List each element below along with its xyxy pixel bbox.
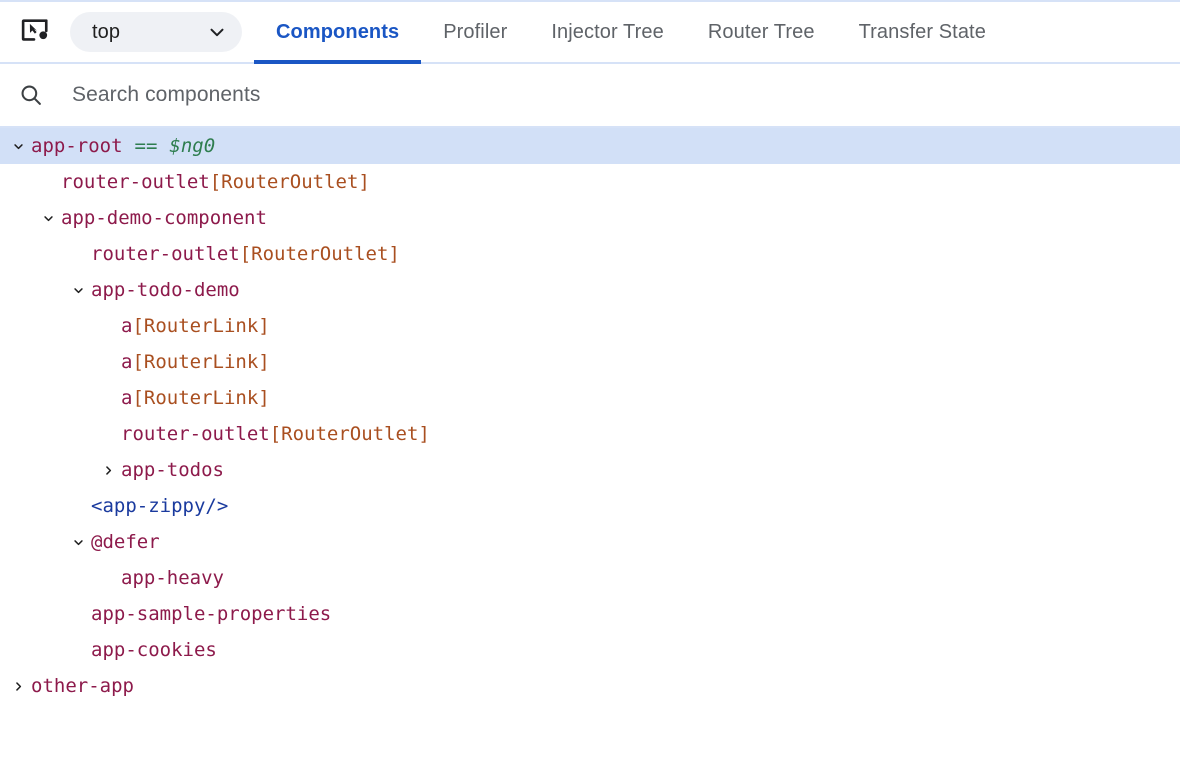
tree-row-spacer <box>99 389 117 407</box>
tree-node-name: app-todos <box>121 459 224 481</box>
chevron-down-icon <box>206 21 228 43</box>
tree-row[interactable]: router-outlet[RouterOutlet] <box>0 416 1180 452</box>
tree-row[interactable]: <app-zippy/> <box>0 488 1180 524</box>
inspect-element-icon <box>20 15 50 50</box>
tree-node-name: @defer <box>91 531 160 553</box>
inspect-element-button[interactable] <box>16 13 54 51</box>
tab-transfer-state[interactable]: Transfer State <box>858 20 986 43</box>
chevron-right-icon[interactable] <box>99 461 117 479</box>
chevron-down-icon[interactable] <box>9 137 27 155</box>
search-bar <box>0 64 1180 128</box>
tree-row[interactable]: router-outlet[RouterOutlet] <box>0 236 1180 272</box>
tree-node-equals: == <box>134 135 158 157</box>
tree-node-name: router-outlet <box>121 423 270 445</box>
tree-node-name: <app-zippy/> <box>91 495 229 517</box>
tree-row[interactable]: app-heavy <box>0 560 1180 596</box>
tree-node-name: a <box>121 387 133 409</box>
chevron-down-icon[interactable] <box>69 281 87 299</box>
tree-node-directive: [RouterOutlet] <box>239 243 400 265</box>
tree-row-spacer <box>39 173 57 191</box>
tree-row[interactable]: a[RouterLink] <box>0 344 1180 380</box>
tree-row[interactable]: other-app <box>0 668 1180 704</box>
tree-node-directive: [RouterOutlet] <box>209 171 370 193</box>
tree-row[interactable]: @defer <box>0 524 1180 560</box>
tree-row[interactable]: app-cookies <box>0 632 1180 668</box>
frame-select[interactable]: top <box>70 12 242 52</box>
tree-node-name: app-heavy <box>121 567 224 589</box>
tree-node-name: app-root <box>31 135 123 157</box>
tree-node-name: a <box>121 315 133 337</box>
tree-row-spacer <box>99 425 117 443</box>
tree-node-directive: [RouterOutlet] <box>269 423 430 445</box>
tree-row-spacer <box>69 641 87 659</box>
tree-node-name: app-demo-component <box>61 207 267 229</box>
search-input[interactable] <box>72 83 972 107</box>
tree-node-name: app-todo-demo <box>91 279 240 301</box>
tree-row[interactable]: router-outlet[RouterOutlet] <box>0 164 1180 200</box>
tree-row[interactable]: app-root == $ng0 <box>0 128 1180 164</box>
tree-row[interactable]: app-demo-component <box>0 200 1180 236</box>
chevron-right-icon[interactable] <box>9 677 27 695</box>
tree-node-name: other-app <box>31 675 134 697</box>
tab-components[interactable]: Components <box>254 0 422 64</box>
tab-profiler[interactable]: Profiler <box>443 20 508 43</box>
tree-node-name: a <box>121 351 133 373</box>
tree-row[interactable]: app-todos <box>0 452 1180 488</box>
tree-row-spacer <box>99 569 117 587</box>
tab-bar: Components Profiler Injector Tree Router… <box>254 0 1008 64</box>
toolbar: top Components Profiler Injector Tree Ro… <box>0 0 1180 64</box>
tree-node-name: router-outlet <box>61 171 210 193</box>
tree-node-directive: [RouterLink] <box>132 351 270 373</box>
tree-node-name: app-sample-properties <box>91 603 332 625</box>
tree-node-name: router-outlet <box>91 243 240 265</box>
tree-row-spacer <box>69 497 87 515</box>
tab-router-tree[interactable]: Router Tree <box>707 20 815 43</box>
tree-row-spacer <box>99 353 117 371</box>
tree-node-name: app-cookies <box>91 639 217 661</box>
tree-row-spacer <box>99 317 117 335</box>
tree-row[interactable]: app-todo-demo <box>0 272 1180 308</box>
search-icon <box>18 82 44 108</box>
tree-row-spacer <box>69 605 87 623</box>
frame-select-value: top <box>92 20 121 43</box>
tree-node-directive: [RouterLink] <box>132 315 270 337</box>
tree-node-directive: [RouterLink] <box>132 387 270 409</box>
tree-row[interactable]: app-sample-properties <box>0 596 1180 632</box>
tab-injector-tree[interactable]: Injector Tree <box>551 20 664 43</box>
chevron-down-icon[interactable] <box>69 533 87 551</box>
tree-row[interactable]: a[RouterLink] <box>0 308 1180 344</box>
chevron-down-icon[interactable] <box>39 209 57 227</box>
tree-node-console-ref: $ng0 <box>169 135 216 157</box>
tree-row[interactable]: a[RouterLink] <box>0 380 1180 416</box>
tree-row-spacer <box>69 245 87 263</box>
